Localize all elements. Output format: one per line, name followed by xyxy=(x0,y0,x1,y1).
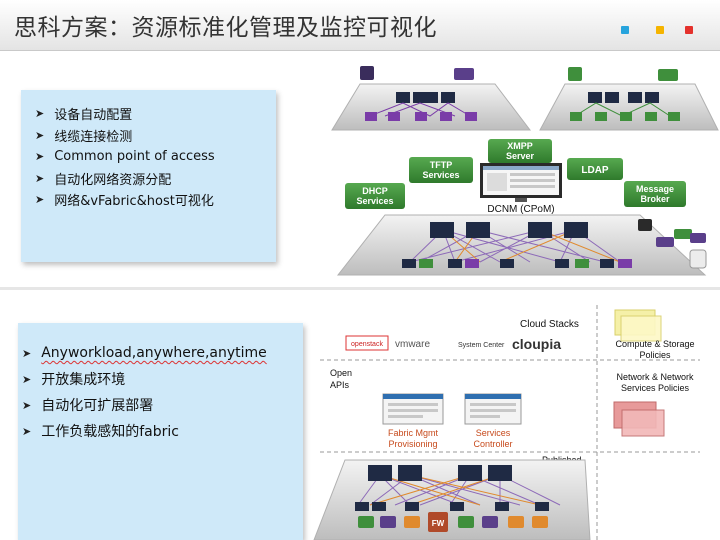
server-stack-icons-right xyxy=(638,219,707,269)
storage-icon xyxy=(532,516,548,528)
network-services-label: Network & Network xyxy=(616,372,694,382)
compute-storage-label: Compute & Storage xyxy=(615,339,694,349)
bullet-item: ➤ 设备自动配置 xyxy=(35,103,276,125)
label: XMPP xyxy=(507,141,533,151)
openstack-logo xyxy=(345,335,389,351)
bullet-text: Anyworkload,anywhere,anytime xyxy=(41,345,267,361)
service-xmpp-server: XMPP Server xyxy=(488,139,552,163)
label: TFTP xyxy=(430,160,453,170)
storage-icon xyxy=(508,516,524,528)
fabric-platform-bottom: FW xyxy=(313,459,591,540)
services-controller-label: Controller xyxy=(473,439,512,449)
fabric-platform-small-left xyxy=(331,66,532,131)
server-icon xyxy=(358,516,374,528)
label: DHCP xyxy=(362,186,388,196)
bullet-arrow-icon: ➤ xyxy=(35,171,45,185)
vm-icon xyxy=(482,516,498,528)
section-divider xyxy=(0,287,720,290)
bullet-arrow-icon: ➤ xyxy=(35,150,45,164)
server-icon xyxy=(458,516,474,528)
title-bar: 思科方案：资源标准化管理及监控可视化 xyxy=(0,0,720,51)
bullet-item: ➤ 工作负载感知的fabric xyxy=(22,418,303,444)
fabric-mgmt-label: Provisioning xyxy=(388,439,437,449)
openstack-logo-text: openstack xyxy=(351,341,383,348)
system-center-logo: System Center xyxy=(458,342,505,349)
firewall-label: FW xyxy=(432,519,445,528)
compute-storage-policies: Compute & Storage Policies xyxy=(614,309,695,360)
service-ldap: LDAP xyxy=(567,158,623,180)
vm-icon xyxy=(380,516,396,528)
bullet-text: 网络&vFabric&host可视化 xyxy=(54,194,214,210)
bullet-list-bottom: ➤ Anyworkload,anywhere,anytime ➤ 开放集成环境 ➤ 自… xyxy=(18,323,303,444)
label: Server xyxy=(506,151,535,161)
bullet-arrow-icon: ➤ xyxy=(35,128,45,142)
cloupia-logo: cloupia xyxy=(512,336,561,352)
vmware-logo: vmware xyxy=(395,339,430,350)
fabric-platform-large xyxy=(336,214,707,276)
cloud-stacks-label: Cloud Stacks xyxy=(520,319,579,330)
bullet-text: 自动化可扩展部署 xyxy=(41,398,154,414)
service-dhcp: DHCP Services xyxy=(345,183,405,209)
bullet-text: 开放集成环境 xyxy=(41,372,126,388)
bullet-text: 设备自动配置 xyxy=(54,108,133,124)
label: Services xyxy=(356,196,393,206)
bullet-item: ➤ 自动化网络资源分配 xyxy=(35,168,276,190)
bullet-text: Common point of access xyxy=(54,149,215,165)
bullet-box-top: ➤设备自动配置 ➤线缆连接检测 ➤Common point of access … xyxy=(21,90,276,262)
services-controller-screen: Services Controller xyxy=(464,393,522,449)
bullet-item: ➤ 网络&vFabric&host可视化 xyxy=(35,189,276,211)
bullet-item: ➤ Anyworkload,anywhere,anytime xyxy=(22,340,303,366)
bullet-item: ➤ 开放集成环境 xyxy=(22,366,303,392)
published-schemas-label: Published xyxy=(542,455,582,465)
open-apis-bracket: Open APIs xyxy=(320,359,700,390)
open-apis-label: Open xyxy=(330,368,352,378)
service-message-broker: Message Broker xyxy=(624,181,686,207)
label: Message xyxy=(636,184,674,194)
bullet-arrow-icon: ➤ xyxy=(22,398,32,412)
bullet-arrow-icon: ➤ xyxy=(22,424,32,438)
firewall-icon xyxy=(428,512,448,532)
bullet-text: 线缆连接检测 xyxy=(54,129,133,145)
label: LDAP xyxy=(581,165,609,176)
compute-storage-label: Policies xyxy=(639,350,671,360)
open-apis-label: APIs xyxy=(330,380,350,390)
dcnm-monitor: DCNM (CPoM) xyxy=(480,163,562,215)
bullet-list-top: ➤设备自动配置 ➤线缆连接检测 ➤Common point of access … xyxy=(21,90,276,211)
services-controller-label: Services xyxy=(476,428,511,438)
dcnm-label: DCNM (CPoM) xyxy=(487,204,554,215)
label: Services xyxy=(422,170,459,180)
cloud-stack-logos: openstack vmware System Center cloupia xyxy=(345,335,561,352)
bullet-item: ➤ Common point of access xyxy=(35,146,276,168)
bullet-text: 自动化网络资源分配 xyxy=(54,172,172,188)
network-services-label: Services Policies xyxy=(621,383,690,393)
bullet-arrow-icon: ➤ xyxy=(22,346,32,360)
storage-icon xyxy=(404,516,420,528)
bullet-arrow-icon: ➤ xyxy=(35,193,45,207)
accent-dot-blue xyxy=(621,26,629,34)
published-schemas-bracket: Published Schemas xyxy=(320,451,700,476)
bullet-text: 工作负载感知的fabric xyxy=(41,424,179,440)
label: Broker xyxy=(640,194,670,204)
bullet-arrow-icon: ➤ xyxy=(22,372,32,386)
published-schemas-label: Schemas xyxy=(542,466,580,476)
fabric-mgmt-screen: Fabric Mgmt Provisioning xyxy=(382,393,444,449)
bullet-item: ➤ 线缆连接检测 xyxy=(35,125,276,147)
bullet-item: ➤ 自动化可扩展部署 xyxy=(22,392,303,418)
bullet-arrow-icon: ➤ xyxy=(35,107,45,121)
service-tftp: TFTP Services xyxy=(409,157,473,183)
page-title: 思科方案：资源标准化管理及监控可视化 xyxy=(14,15,437,41)
network-services-policies: Network & Network Services Policies xyxy=(613,372,694,437)
fabric-platform-small-right xyxy=(539,67,719,131)
accent-dot-red xyxy=(685,26,693,34)
accent-dot-yellow xyxy=(656,26,664,34)
fabric-mgmt-label: Fabric Mgmt xyxy=(388,428,439,438)
bullet-box-bottom: ➤ Anyworkload,anywhere,anytime ➤ 开放集成环境 ➤ 自… xyxy=(18,323,303,540)
